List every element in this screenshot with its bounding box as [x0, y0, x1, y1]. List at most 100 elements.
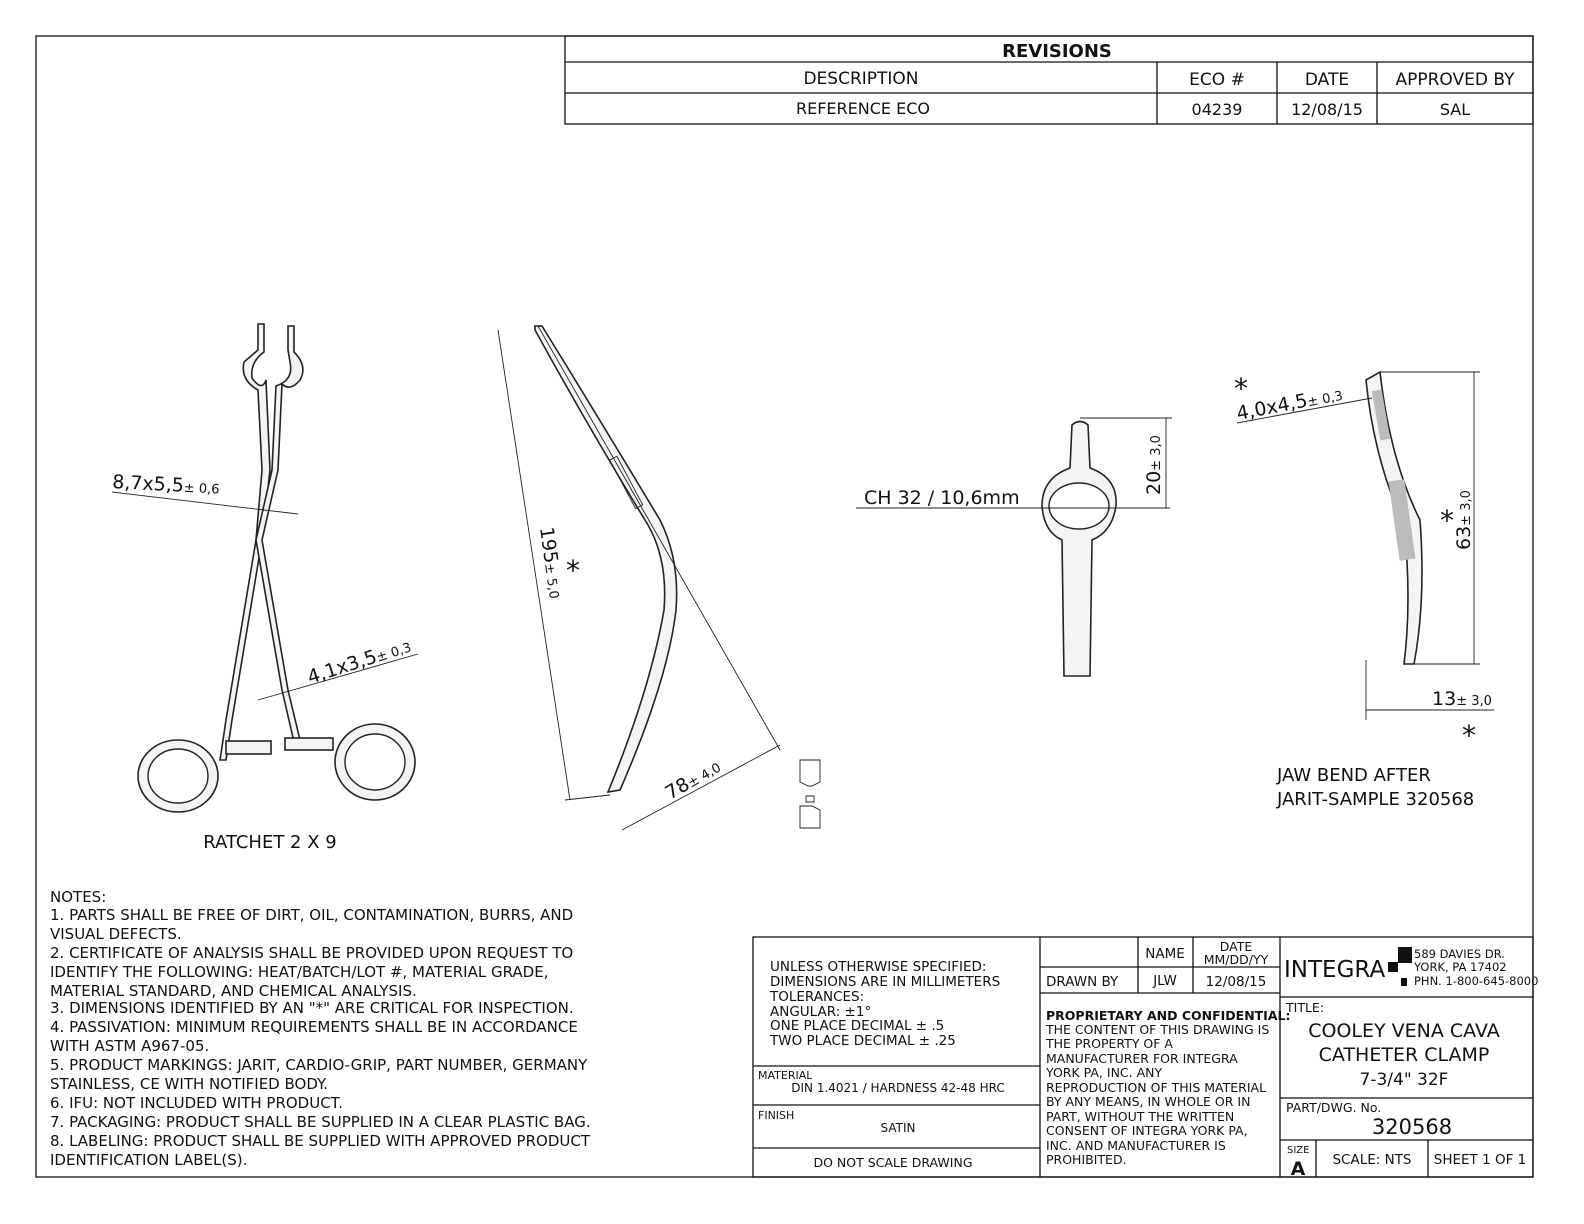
- critical-mark: *: [566, 554, 580, 587]
- title-line-1: COOLEY VENA CAVA: [1308, 1020, 1500, 1042]
- note-line: 4. PASSIVATION: MINIMUM REQUIREMENTS SHA…: [50, 1018, 578, 1036]
- proprietary-line: MANUFACTURER FOR INTEGRA: [1046, 1051, 1238, 1066]
- note-line: IDENTIFICATION LABEL(S).: [50, 1151, 247, 1169]
- side-view-clamp: 195± 5,0 * 78± 4,0: [497, 325, 821, 831]
- finish-label: FINISH: [758, 1109, 794, 1122]
- header-approved-by: APPROVED BY: [1395, 70, 1515, 90]
- title-block: UNLESS OTHERWISE SPECIFIED: DIMENSIONS A…: [752, 936, 1538, 1180]
- note-line: 3. DIMENSIONS IDENTIFIED BY AN "*" ARE C…: [50, 999, 574, 1017]
- date-header: DATE: [1220, 939, 1253, 954]
- tol-handle: ± 4,0: [685, 761, 723, 792]
- caption-jaw-bend-1: JAW BEND AFTER: [1276, 765, 1431, 786]
- proprietary-line: THE PROPERTY OF A: [1045, 1036, 1173, 1051]
- note-line: 5. PRODUCT MARKINGS: JARIT, CARDIO-GRIP,…: [50, 1056, 588, 1074]
- proprietary-line: REPRODUCTION OF THIS MATERIAL: [1046, 1080, 1266, 1095]
- svg-text:4,1x3,5± 0,3: 4,1x3,5± 0,3: [305, 635, 414, 689]
- critical-mark-jaw-length: *: [1440, 504, 1454, 537]
- dim-ring: 20: [1143, 471, 1165, 495]
- svg-text:8,7x5,5± 0,6: 8,7x5,5± 0,6: [112, 471, 220, 499]
- revisions-table: REVISIONS DESCRIPTION ECO # DATE APPROVE…: [564, 35, 1534, 125]
- tol-jaw-size: ± 0,6: [183, 481, 219, 498]
- ring-size-label: CH 32 / 10,6mm: [864, 487, 1020, 509]
- note-line: 6. IFU: NOT INCLUDED WITH PRODUCT.: [50, 1094, 343, 1112]
- svg-text:13± 3,0: 13± 3,0: [1432, 688, 1492, 710]
- proprietary-line: INC. AND MANUFACTURER IS: [1046, 1138, 1226, 1153]
- svg-text:4,0x4,5± 0,3: 4,0x4,5± 0,3: [1235, 383, 1345, 425]
- tol-jaw-bend: ± 3,0: [1456, 694, 1492, 709]
- tolerance-line: DIMENSIONS ARE IN MILLIMETERS: [770, 974, 1000, 990]
- cell-date: 12/08/15: [1291, 100, 1363, 119]
- proprietary-title: PROPRIETARY AND CONFIDENTIAL:: [1046, 1008, 1290, 1023]
- revisions-title: REVISIONS: [1002, 41, 1112, 62]
- proprietary-line: PROHIBITED.: [1046, 1152, 1127, 1167]
- cell-description: REFERENCE ECO: [796, 99, 930, 118]
- size-value: A: [1291, 1158, 1306, 1180]
- tol-jaw-tip: ± 0,3: [1306, 389, 1344, 411]
- scale: SCALE: NTS: [1332, 1152, 1411, 1168]
- proprietary-line: THE CONTENT OF THIS DRAWING IS: [1045, 1022, 1269, 1037]
- drawn-by-value: JLW: [1152, 973, 1177, 989]
- finish-value: SATIN: [881, 1121, 916, 1135]
- critical-mark-jaw-tip: *: [1234, 372, 1248, 405]
- date-format-header: MM/DD/YY: [1204, 952, 1269, 967]
- note-line: 7. PACKAGING: PRODUCT SHALL BE SUPPLIED …: [50, 1113, 591, 1131]
- sheet: SHEET 1 OF 1: [1434, 1152, 1526, 1168]
- dim-jaw-size: 8,7x5,5: [112, 471, 185, 497]
- address-line: 589 DAVIES DR.: [1414, 947, 1505, 961]
- tol-jaw-length: ± 3,0: [1459, 490, 1474, 526]
- cell-approved: SAL: [1440, 100, 1470, 119]
- drawn-date: 12/08/15: [1206, 974, 1267, 990]
- svg-text:195± 5,0: 195± 5,0: [535, 526, 567, 600]
- note-line: STAINLESS, CE WITH NOTIFIED BODY.: [50, 1075, 328, 1093]
- note-line: VISUAL DEFECTS.: [50, 925, 182, 943]
- dim-length: 195: [535, 526, 562, 565]
- tolerance-line: ANGULAR: ±1°: [770, 1004, 871, 1020]
- note-line: 2. CERTIFICATE OF ANALYSIS SHALL BE PROV…: [50, 944, 573, 962]
- svg-text:63± 3,0: 63± 3,0: [1453, 490, 1475, 550]
- drawn-by-label: DRAWN BY: [1046, 974, 1119, 990]
- part-label: PART/DWG. No.: [1286, 1100, 1381, 1115]
- svg-text:20± 3,0: 20± 3,0: [1143, 435, 1165, 495]
- note-line: 8. LABELING: PRODUCT SHALL BE SUPPLIED W…: [50, 1132, 591, 1150]
- phone: PHN. 1-800-645-8000: [1414, 974, 1538, 988]
- part-number: 320568: [1372, 1115, 1452, 1139]
- note-line: MATERIAL STANDARD, AND CHEMICAL ANALYSIS…: [50, 982, 417, 1000]
- dim-shank-size: 4,1x3,5: [305, 646, 380, 689]
- tolerance-line: TOLERANCES:: [769, 989, 864, 1005]
- proprietary-line: YORK PA, INC. ANY: [1045, 1065, 1162, 1080]
- address-line: YORK, PA 17402: [1413, 960, 1507, 974]
- tolerance-line: TWO PLACE DECIMAL ± .25: [769, 1033, 956, 1049]
- dim-jaw-bend: 13: [1432, 688, 1456, 710]
- ring-detail: CH 32 / 10,6mm 20± 3,0: [856, 417, 1172, 677]
- tol-shank-size: ± 0,3: [375, 640, 414, 665]
- notes-title: NOTES:: [50, 888, 106, 906]
- do-not-scale: DO NOT SCALE DRAWING: [813, 1155, 972, 1170]
- proprietary-line: PART, WITHOUT THE WRITTEN: [1046, 1109, 1234, 1124]
- title-line-3: 7-3/4" 32F: [1360, 1070, 1449, 1090]
- tol-ring: ± 3,0: [1149, 435, 1164, 471]
- note-line: WITH ASTM A967-05.: [50, 1037, 209, 1055]
- proprietary-line: BY ANY MEANS, IN WHOLE OR IN: [1046, 1094, 1250, 1109]
- header-eco: ECO #: [1189, 70, 1245, 90]
- note-line: IDENTIFY THE FOLLOWING: HEAT/BATCH/LOT #…: [50, 963, 548, 981]
- size-label: SIZE: [1287, 1145, 1309, 1156]
- front-view-clamp: 8,7x5,5± 0,6 4,1x3,5± 0,3 RATCHET 2 X 9: [112, 323, 419, 853]
- integra-logo: INTEGRA: [1284, 947, 1412, 986]
- company-name: INTEGRA: [1284, 957, 1385, 983]
- jaw-detail: * 4,0x4,5± 0,3 * 63± 3,0 13± 3,0 * JAW B…: [1234, 370, 1494, 810]
- dim-jaw-length: 63: [1453, 526, 1475, 550]
- title-label: TITLE:: [1285, 1000, 1324, 1015]
- material-value: DIN 1.4021 / HARDNESS 42-48 HRC: [791, 1081, 1004, 1095]
- title-line-2: CATHETER CLAMP: [1319, 1044, 1490, 1066]
- tolerance-line: UNLESS OTHERWISE SPECIFIED:: [770, 959, 986, 975]
- caption-ratchet: RATCHET 2 X 9: [203, 832, 337, 853]
- name-header: NAME: [1145, 946, 1185, 962]
- note-line: 1. PARTS SHALL BE FREE OF DIRT, OIL, CON…: [50, 906, 573, 924]
- material-label: MATERIAL: [758, 1069, 813, 1082]
- notes: NOTES: 1. PARTS SHALL BE FREE OF DIRT, O…: [50, 888, 591, 1169]
- tolerance-line: ONE PLACE DECIMAL ± .5: [770, 1018, 944, 1034]
- header-description: DESCRIPTION: [803, 69, 918, 89]
- proprietary-line: CONSENT OF INTEGRA YORK PA,: [1046, 1123, 1248, 1138]
- cell-eco: 04239: [1192, 100, 1243, 119]
